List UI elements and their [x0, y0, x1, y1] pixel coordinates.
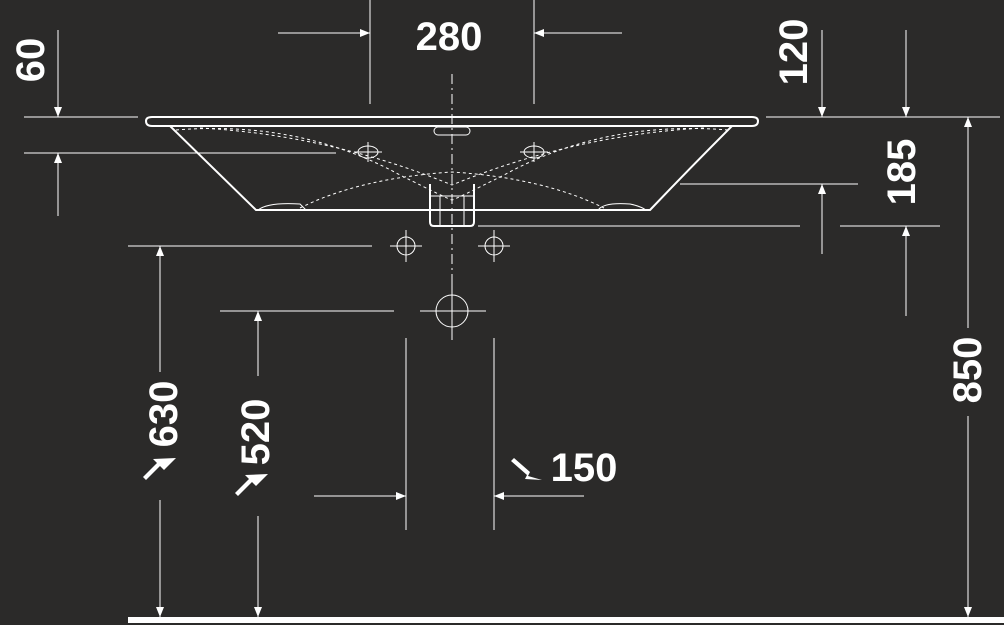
dimension-120-label: 120	[772, 19, 816, 86]
dimension-120: 120	[766, 19, 1000, 118]
dimension-280-label: 280	[416, 15, 483, 59]
dimension-185: 185	[478, 139, 940, 316]
supply-connections	[128, 230, 510, 530]
dimension-850: 850	[946, 117, 990, 617]
dimension-150-label: 150	[551, 446, 618, 490]
dimension-850-label: 850	[946, 337, 990, 404]
basin-outline	[144, 116, 760, 227]
dimension-185-label: 185	[880, 139, 924, 206]
dimension-150: 150	[314, 446, 618, 500]
dimension-60: 60	[9, 30, 336, 216]
dimension-520: 520	[234, 311, 278, 617]
dimension-630: 630	[142, 246, 186, 617]
dimension-280: 280	[278, 0, 622, 104]
floor-line	[128, 617, 1004, 623]
waste-connection	[220, 282, 486, 340]
dimension-520-label: 520	[234, 399, 278, 466]
dimension-60-label: 60	[9, 38, 53, 83]
dimension-630-label: 630	[142, 381, 186, 448]
